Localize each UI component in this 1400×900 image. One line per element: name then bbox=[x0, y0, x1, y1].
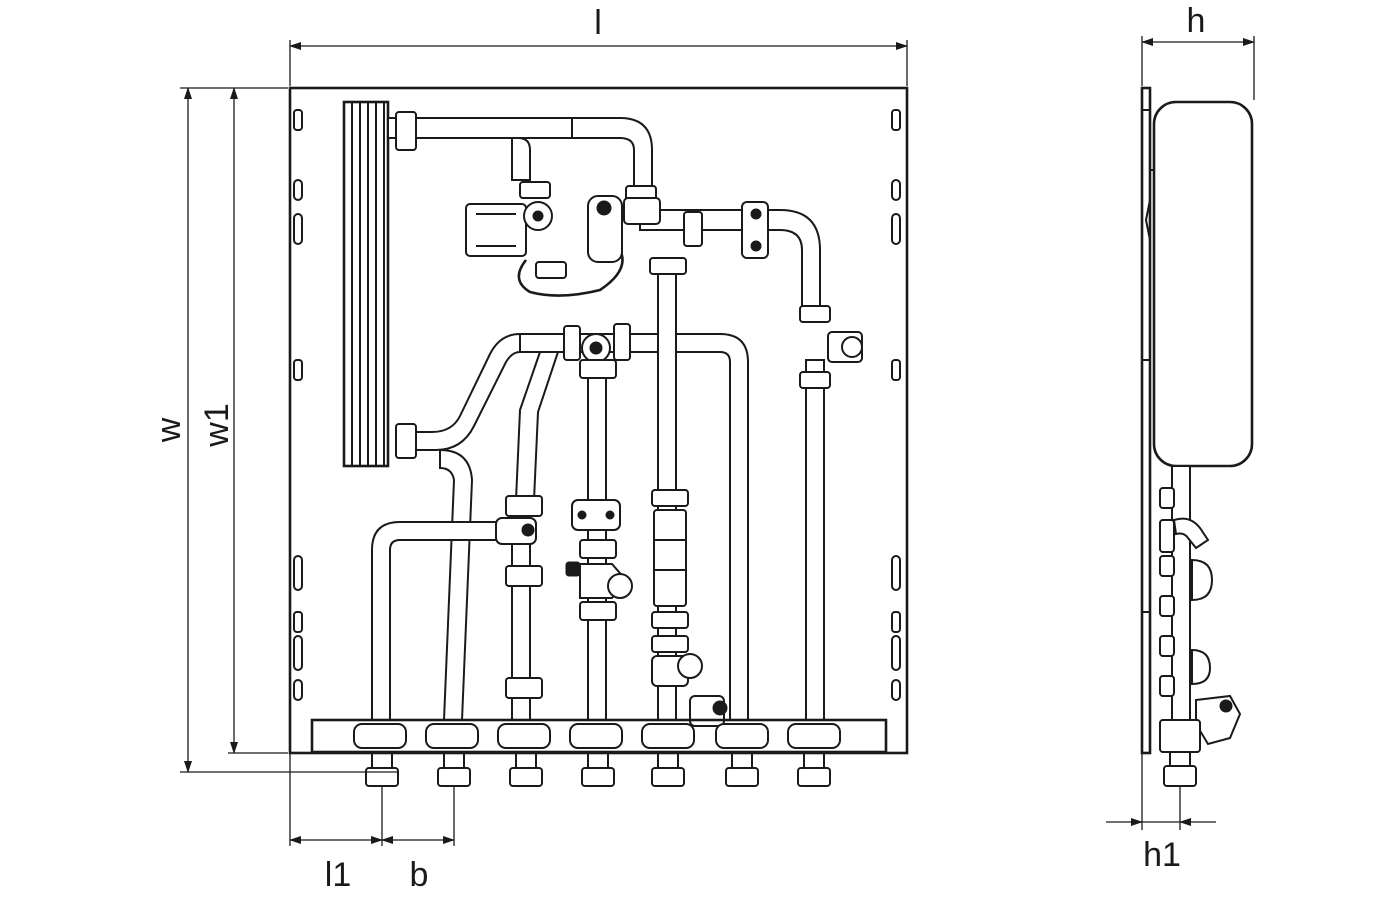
dimension-l: l bbox=[289, 4, 908, 86]
plate-heat-exchanger bbox=[342, 100, 390, 468]
dimension-w1: w1 bbox=[198, 87, 288, 754]
dimension-w: w bbox=[150, 87, 398, 773]
mixing-valve bbox=[587, 185, 703, 275]
front-view: l w w1 l1 b bbox=[150, 4, 909, 894]
dimension-label-l: l bbox=[594, 4, 602, 42]
outlet-connections bbox=[365, 752, 831, 787]
mounting-slots-left bbox=[293, 109, 303, 701]
dimension-label-w: w bbox=[150, 417, 188, 443]
circulation-pump bbox=[465, 181, 624, 297]
dimension-h1: h1 bbox=[1106, 754, 1216, 874]
dimension-label-w1: w1 bbox=[198, 403, 236, 447]
dimension-l1-b: l1 b bbox=[289, 754, 455, 894]
side-cover bbox=[1152, 100, 1254, 468]
lower-fittings bbox=[495, 489, 728, 727]
dimension-label-h1: h1 bbox=[1143, 836, 1181, 874]
tee-valve bbox=[563, 323, 631, 379]
manifold-rail bbox=[310, 718, 888, 754]
air-vent bbox=[741, 201, 863, 363]
dimension-label-h: h bbox=[1187, 2, 1206, 40]
dimension-label-b: b bbox=[410, 856, 429, 894]
mounting-slots-right bbox=[891, 109, 901, 701]
side-view: h h1 bbox=[1106, 2, 1255, 874]
dimension-label-l1: l1 bbox=[325, 856, 351, 894]
dimension-h: h bbox=[1141, 2, 1255, 100]
